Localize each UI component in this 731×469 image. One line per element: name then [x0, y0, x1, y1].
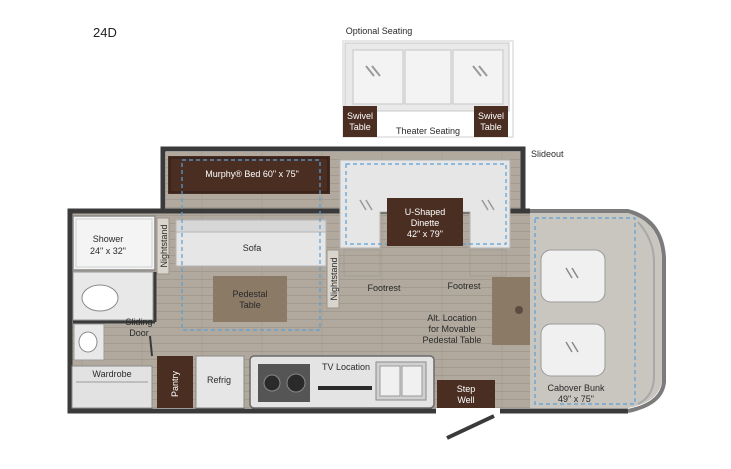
- alt-location-label-3: Pedestal Table: [423, 335, 482, 345]
- cabover-bunk-outline: [534, 217, 636, 405]
- slideout-wall: [160, 146, 526, 212]
- shower: [72, 215, 156, 271]
- cabover-bunk: Cabover Bunk 49" x 75": [534, 217, 636, 405]
- footrest-left: [343, 249, 381, 277]
- dinette-outline: [345, 163, 507, 245]
- bathroom: Shower 24" x 32" Sliding Door: [72, 215, 157, 361]
- theater-seating-label: Theater Seating: [396, 126, 460, 136]
- alt-table-location: [492, 277, 530, 345]
- pedestal-table: [213, 276, 287, 322]
- driver-seat: [540, 249, 606, 303]
- shower-label-1: Shower: [93, 234, 124, 244]
- swivel-table-right: [474, 106, 508, 137]
- model-code: 24D: [93, 25, 117, 40]
- refrigerator: [195, 355, 245, 409]
- passenger-seat: [540, 323, 606, 377]
- step-well-label-1: Step: [457, 384, 476, 394]
- shower-label-2: 24" x 32": [90, 246, 126, 256]
- optional-seating-label: Optional Seating: [346, 26, 413, 36]
- sofa: Sofa: [175, 219, 327, 267]
- pantry-label: Pantry: [170, 370, 180, 397]
- footrest-right-label: Footrest: [447, 281, 481, 291]
- cab-wall: [530, 209, 666, 413]
- sliding-door-label-1: Sliding: [125, 317, 152, 327]
- footrest-right: [469, 249, 507, 277]
- sliding-door-label-2: Door: [129, 328, 149, 338]
- sofa-label: Sofa: [243, 243, 262, 253]
- footrest-left-label: Footrest: [367, 283, 401, 293]
- swivel-table-right-label-1: Swivel: [478, 111, 504, 121]
- dinette-table: [387, 198, 463, 246]
- dinette-label-3: 42" x 79": [407, 229, 443, 239]
- pedestal-table-label-1: Pedestal: [232, 289, 267, 299]
- nightstand-left: [156, 217, 170, 275]
- dinette-label-2: Dinette: [411, 218, 440, 228]
- tv-location-label: TV Location: [322, 362, 370, 372]
- theater-seat-middle: [404, 49, 452, 105]
- u-shaped-dinette: U-Shaped Dinette 42" x 79": [339, 159, 511, 249]
- theater-seat-left: [352, 49, 404, 105]
- wardrobe-label: Wardrobe: [92, 369, 131, 379]
- alt-location-label-1: Alt. Location: [427, 313, 477, 323]
- entry-door: [446, 414, 495, 440]
- murphy-bed-label: Murphy® Bed 60" x 75": [205, 169, 299, 179]
- swivel-table-left-label-2: Table: [349, 122, 371, 132]
- optional-seating: Optional Seating Swivel Table Swivel Tab…: [342, 26, 514, 138]
- nightstand-right: [326, 249, 340, 309]
- swivel-table-left: [343, 106, 377, 137]
- dinette-label-1: U-Shaped: [405, 207, 446, 217]
- nightstand-left-label: Nightstand: [159, 224, 169, 267]
- pedestal-table-label-2: Table: [239, 300, 261, 310]
- sofa-back: [175, 219, 327, 233]
- step-well: [437, 380, 495, 408]
- step-well-label-2: Well: [457, 395, 474, 405]
- cab-floor: [530, 212, 662, 408]
- cabover-bunk-label-1: Cabover Bunk: [547, 383, 605, 393]
- murphy-bed: Murphy® Bed 60" x 75": [168, 156, 330, 194]
- wardrobe: [71, 365, 153, 409]
- slideout-label: Slideout: [531, 149, 564, 159]
- theater-seat-right: [452, 49, 504, 105]
- pantry: [157, 356, 193, 408]
- walls: [67, 146, 666, 414]
- swivel-table-left-label-1: Swivel: [347, 111, 373, 121]
- recliner-handles: [365, 65, 488, 77]
- cabover-bunk-label-2: 49" x 75": [558, 394, 594, 404]
- kitchen-counter: TV Location: [249, 355, 435, 409]
- windshield: [637, 221, 655, 405]
- toilet: [81, 284, 119, 312]
- sliding-door: [149, 335, 153, 357]
- murphy-bed-cabinet: [168, 156, 330, 194]
- coach-wall-left: [67, 208, 530, 414]
- swivel-table-right-label-2: Table: [480, 122, 502, 132]
- alt-location-label-2: for Movable: [428, 324, 475, 334]
- refrigerator-label: Refrig: [207, 375, 231, 385]
- nightstand-right-label: Nightstand: [329, 257, 339, 300]
